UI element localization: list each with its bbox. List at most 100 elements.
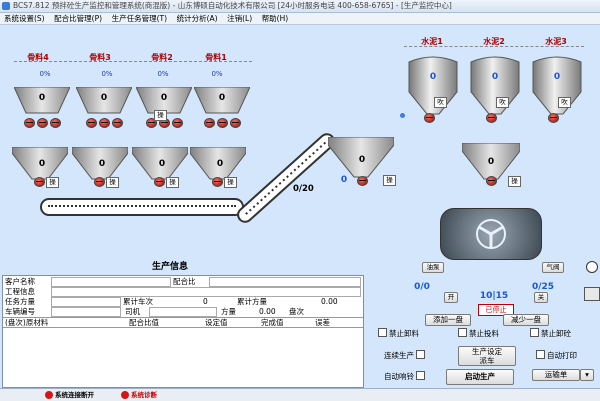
connection-status: 系统连接断开	[44, 391, 94, 399]
cement-scale-gate[interactable]	[486, 176, 497, 186]
task-volume-field[interactable]	[51, 297, 121, 307]
add-batch-button[interactable]: 添加一盘	[425, 314, 471, 326]
waiting-hopper-gate[interactable]	[357, 176, 368, 186]
horn-icon	[586, 261, 598, 273]
aggregate-scale-1-op[interactable]: 操	[224, 177, 237, 188]
transport-dropdown-button[interactable]: ▾	[580, 369, 594, 381]
aggregate-scale-1-gate[interactable]	[212, 177, 223, 187]
aggregate-2-value: 0	[160, 93, 168, 103]
aggregate-1-pct: 0%	[211, 70, 223, 78]
label-customer: 客户名称	[5, 277, 35, 286]
aggregate-scale-1-value: 0	[216, 159, 224, 169]
aggregate-2-op-button[interactable]: 操	[154, 110, 167, 121]
label-mix-ratio: 配合比	[173, 277, 196, 286]
mix-ratio-field[interactable]	[209, 277, 361, 287]
batch-counter: 10|15	[479, 291, 509, 301]
aggregate-2-gates[interactable]	[146, 118, 183, 128]
aggregate-scale-3-gate[interactable]	[94, 177, 105, 187]
oil-pump-button[interactable]: 油泵	[422, 262, 444, 273]
close-button[interactable]: 关	[534, 292, 548, 303]
app-icon	[2, 2, 10, 10]
aggregate-bin-2	[136, 87, 192, 115]
window-title: BCS7.812 预拌砼生产监控和管理系统(商混版) - 山东博硕自动化技术有限…	[13, 1, 452, 10]
horizontal-conveyor	[40, 198, 244, 216]
project-field[interactable]	[51, 287, 361, 297]
cement-1-screw-gate[interactable]	[424, 113, 435, 123]
menu-system-settings[interactable]: 系统设置(S)	[4, 14, 45, 23]
aggregate-4-value: 0	[38, 93, 46, 103]
aggregate-scale-2-op[interactable]: 操	[166, 177, 179, 188]
label-total-trips: 累计车次	[123, 297, 153, 306]
aggregate-2-pct: 0%	[157, 70, 169, 78]
aggregate-3-value: 0	[100, 93, 108, 103]
forbid-unload-checkbox[interactable]: 禁止卸料	[378, 328, 419, 339]
cement-3-blow-button[interactable]: 吹	[558, 97, 571, 108]
cement-scale-hopper	[462, 143, 520, 183]
cement-2-blow-button[interactable]: 吹	[496, 97, 509, 108]
waiting-hopper-side-value: 0	[340, 175, 348, 185]
label-vehicle-no: 车辆编号	[5, 307, 35, 316]
cement-silo-1	[405, 56, 461, 118]
start-production-button[interactable]: 启动生产	[446, 369, 514, 385]
material-table-header: (盘次)原材料 配合比值 设定值 完成值 误差	[3, 317, 363, 328]
aggregate-scale-4-op[interactable]: 操	[46, 177, 59, 188]
aggregate-scale-4-gate[interactable]	[34, 177, 45, 187]
aggregate-4-gates[interactable]	[24, 118, 61, 128]
driver-select[interactable]	[149, 307, 217, 317]
col-done-value: 完成值	[261, 318, 284, 327]
aggregate-1-gates[interactable]	[204, 118, 241, 128]
col-error: 误差	[315, 318, 330, 327]
aggregate-scale-3-op[interactable]: 操	[106, 177, 119, 188]
open-button[interactable]: 开	[444, 292, 458, 303]
air-valve-button[interactable]: 气阀	[542, 262, 564, 273]
auto-bell-label: 自动响铃	[384, 372, 414, 381]
menu-statistics[interactable]: 统计分析(A)	[176, 14, 218, 23]
production-setup-button[interactable]: 生产设定 派车	[458, 346, 516, 366]
vehicle-no-select[interactable]	[51, 307, 121, 317]
menu-help[interactable]: 帮助(H)	[261, 14, 289, 23]
menu-mix-ratio[interactable]: 配合比管理(P)	[54, 14, 103, 23]
mixer-drum	[440, 208, 542, 260]
cement-3-value: 0	[553, 72, 561, 82]
continuous-production-checkbox[interactable]: 连续生产	[384, 350, 427, 361]
cement-2-screw-gate[interactable]	[486, 113, 497, 123]
aggregate-bin-1	[194, 87, 250, 115]
cement-scale-op[interactable]: 操	[508, 176, 521, 187]
customer-field[interactable]	[51, 277, 171, 287]
aggregate-3-gates[interactable]	[86, 118, 123, 128]
auto-print-checkbox[interactable]: 自动打印	[536, 350, 577, 361]
aggregate-scale-2-gate[interactable]	[154, 177, 165, 187]
aggregate-scale-2-value: 0	[158, 159, 166, 169]
cement-1-blow-button[interactable]: 吹	[434, 97, 447, 108]
label-project: 工程信息	[5, 287, 35, 296]
aggregate-3-label: 骨料3	[89, 53, 111, 62]
production-info-panel: 生产信息 客户名称 配合比 工程信息 任务方量 累计车次 0 累计方量 0.00…	[2, 263, 364, 388]
total-trips-value: 0	[203, 297, 208, 306]
reduce-batch-button[interactable]: 减少一盘	[503, 314, 549, 326]
cement-2-label: 水泥2	[483, 37, 505, 46]
label-volume: 方量	[221, 307, 236, 316]
cement-silo-2	[467, 56, 523, 118]
aggregate-scale-3-value: 0	[98, 159, 106, 169]
waiting-hopper-op[interactable]: 操	[383, 175, 396, 186]
volume-value: 0.00	[259, 307, 276, 316]
auto-bell-checkbox[interactable]: 自动响铃	[384, 371, 427, 382]
forbid-feed-checkbox[interactable]: 禁止投料	[458, 328, 499, 339]
col-material: (盘次)原材料	[5, 318, 49, 327]
mixer-status: 已停止	[478, 304, 514, 316]
cement-3-screw-gate[interactable]	[548, 113, 559, 123]
aggregate-scale-4-value: 0	[38, 159, 46, 169]
transport-bill-button[interactable]: 运输单	[532, 369, 580, 381]
menu-logout[interactable]: 注销(L)	[227, 14, 253, 23]
aggregate-3-pct: 0%	[101, 70, 113, 78]
cement-3-label: 水泥3	[545, 37, 567, 46]
cement-2-value: 0	[491, 72, 499, 82]
col-set-value: 设定值	[205, 318, 228, 327]
cement-silo-3	[529, 56, 585, 118]
label-plate-count: 盘次	[289, 307, 304, 316]
forbid-concrete-checkbox[interactable]: 禁止卸砼	[530, 328, 571, 339]
aggregate-4-label: 骨料4	[27, 53, 49, 62]
aggregate-4-pct: 0%	[39, 70, 51, 78]
diagnose-status: 系统诊断	[120, 391, 157, 399]
menu-production-tasks[interactable]: 生产任务管理(T)	[111, 14, 168, 23]
